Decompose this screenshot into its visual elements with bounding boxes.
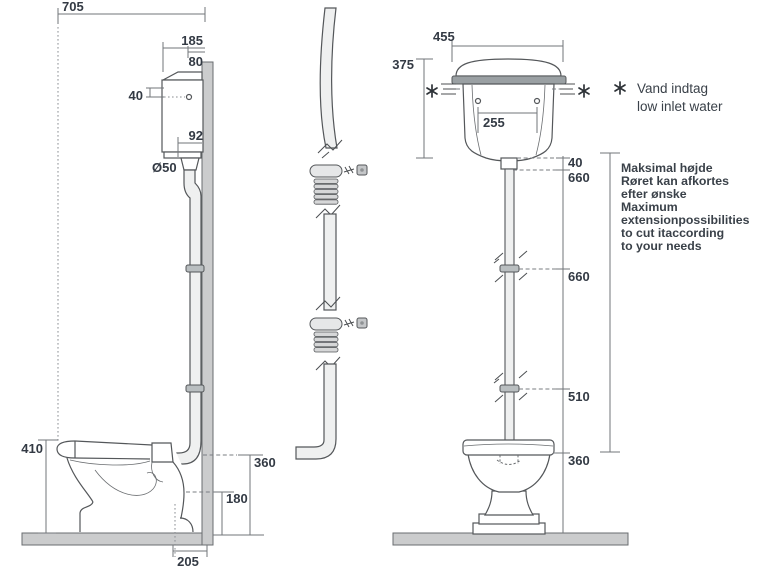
- cistern-lid-front: [455, 58, 562, 77]
- wall: [201, 61, 214, 546]
- rim-inner-line: [69, 459, 151, 466]
- flush-pipe-front: [504, 168, 515, 451]
- exploded-pipe-drawing: [295, 7, 368, 460]
- dim-label-510: 510: [568, 389, 590, 404]
- rear-foot: [179, 517, 194, 533]
- dim-label-80: 80: [189, 54, 203, 69]
- dim-label-92: 92: [189, 128, 203, 143]
- bowl-front: [467, 453, 551, 493]
- inlet-tick-marks-right: [552, 83, 575, 95]
- side-view-flush-pipe: [170, 169, 205, 465]
- bowl-back-curve: [151, 461, 164, 483]
- floor-left: [21, 532, 214, 546]
- dim-label-180: 180: [226, 491, 248, 506]
- front-view-flush-pipe: [493, 168, 528, 451]
- dim-label-205: 205: [177, 554, 199, 569]
- dim-label-705: 705: [62, 0, 84, 14]
- dim-label-410: 410: [21, 441, 43, 456]
- max-height-note: Maksimal højde Røret kan afkortes efter …: [621, 161, 750, 253]
- pipe-connector-ring: [185, 384, 205, 393]
- water-inlet-label-da: Vand indtag: [637, 81, 708, 96]
- threaded-section: [313, 331, 339, 353]
- water-inlet-asterisk-icon: [614, 81, 626, 95]
- water-inlet-label-en: low inlet water: [637, 99, 723, 114]
- note-line: Maksimal højde: [621, 161, 713, 175]
- cistern-lid-band: [451, 75, 567, 85]
- pipe-connector-ring: [185, 264, 205, 273]
- wall-and-floors: [21, 61, 629, 546]
- note-line: to cut itaccording: [621, 226, 724, 240]
- floor-right: [392, 532, 629, 546]
- flush-pipe-side: [170, 169, 202, 465]
- cistern-lip-side: [163, 151, 202, 159]
- dim-overall-depth: 705: [57, 0, 206, 441]
- base-plinth-lower: [472, 522, 546, 535]
- seat-front-cap: [56, 440, 76, 459]
- side-view-toilet: [56, 440, 194, 557]
- dim-label-455: 455: [433, 29, 455, 44]
- inlet-tick-marks-left: [441, 83, 464, 95]
- spud-connection-dashed: [496, 455, 522, 465]
- note-line: efter ønske: [621, 187, 687, 201]
- compression-fitting: [309, 164, 343, 178]
- seat-top-line: [74, 440, 153, 446]
- pedestal: [483, 490, 535, 516]
- dim-label-255: 255: [483, 115, 505, 130]
- fixing-hole-side: [185, 93, 193, 101]
- bowl-front-outline: [66, 457, 94, 503]
- threaded-section: [313, 178, 339, 205]
- pipe-upper-section: [319, 7, 338, 149]
- rear-outline: [172, 461, 185, 519]
- dim-label-360-side: 360: [254, 455, 276, 470]
- front-view-cistern: [441, 58, 575, 170]
- front-view-dimensions: 455 375 255 40 660 660 510 360: [392, 29, 590, 533]
- water-inlet-asterisk-icon: [578, 84, 590, 98]
- cistern-lid-side: [162, 71, 203, 81]
- side-view-cistern: [161, 71, 204, 171]
- dim-label-40-front: 40: [568, 155, 582, 170]
- compression-fitting: [309, 317, 343, 331]
- fixing-hole: [474, 97, 482, 105]
- flush-valve-side: [180, 157, 200, 171]
- dim-label-660-middle: 660: [568, 269, 590, 284]
- flush-valve-front: [500, 157, 518, 170]
- pipe-connector-ring: [499, 384, 520, 393]
- fixing-hole: [533, 97, 541, 105]
- dim-label-375: 375: [392, 57, 414, 72]
- note-line: Maximum: [621, 200, 678, 214]
- dim-label-660-upper: 660: [568, 170, 590, 185]
- dim-label-360-front: 360: [568, 453, 590, 468]
- water-inlet-asterisk-icon: [426, 84, 438, 98]
- dim-label-40-side: 40: [129, 88, 143, 103]
- pipe-connector-ring: [499, 264, 520, 273]
- spud-block: [151, 442, 174, 463]
- cistern-body-front: [462, 83, 555, 162]
- dim-label-185: 185: [181, 33, 203, 48]
- side-view-dimensions: 185 80 40 92 Ø50 410 360 180 205: [21, 33, 275, 569]
- front-view-toilet: [462, 439, 555, 535]
- note-line: Røret kan afkortes: [621, 174, 729, 188]
- dim-label-pipe-diameter: Ø50: [152, 160, 177, 175]
- annotations: Vand indtag low inlet water Maksimal høj…: [426, 81, 750, 453]
- front-foot: [79, 501, 94, 532]
- pipe-lower-section: [295, 363, 337, 460]
- note-line: extensionpossibilities: [621, 213, 750, 227]
- pipe-middle-section: [323, 213, 337, 311]
- note-line: to your needs: [621, 239, 702, 253]
- rim-and-seat: [462, 439, 555, 456]
